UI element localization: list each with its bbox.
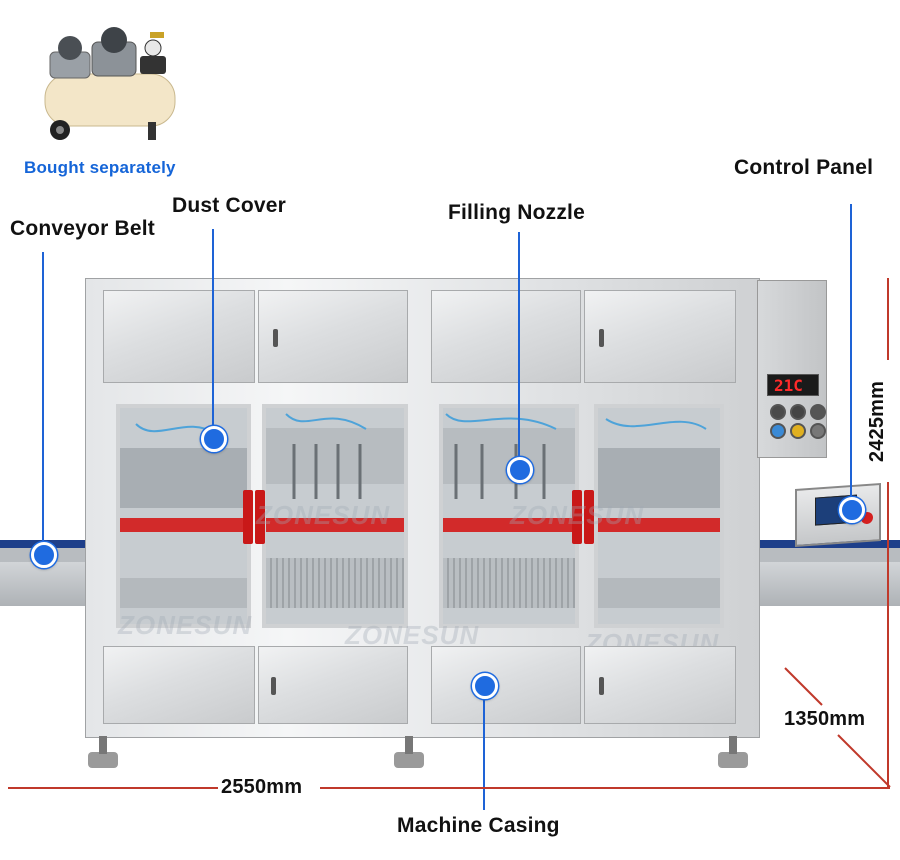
control-knob [770,423,786,439]
casing-panel-3 [431,646,581,724]
temperature-display: 21C [767,374,819,396]
machine-foot [718,736,748,768]
filling-nozzle-label: Filling Nozzle [448,201,585,224]
door-handle-right-2 [584,490,594,544]
watermark: ZONESUN [345,620,480,650]
control-knob [810,423,826,439]
watermark: ZONESUN [256,500,391,530]
dust-cover-panel-2 [258,290,408,383]
depth-dimension: 1350mm [784,708,866,730]
temperature-display-value: 21C [774,376,803,395]
callout-dot-conveyor-belt [31,542,57,568]
casing-panel-1 [103,646,255,724]
callout-line-control-panel [850,204,852,507]
dust-cover-panel-4 [584,290,736,383]
control-knob [770,404,786,420]
air-compressor [30,12,190,147]
callout-line-dust-cover [212,229,214,438]
dust-cover-panel-3 [431,290,581,383]
casing-panel-2 [258,646,408,724]
callout-line-conveyor-belt [42,252,44,552]
filling-nozzles [135,413,707,499]
callout-dot-control-panel [839,497,865,523]
window-2 [262,404,408,628]
bought-separately-label: Bought separately [24,158,176,177]
machine-casing-label: Machine Casing [397,814,560,837]
control-knob [810,404,826,420]
height-dimension: 2425mm [866,380,889,463]
width-dimension: 2550mm [221,776,303,798]
callout-dot-dust-cover [201,426,227,452]
machine-foot [88,736,118,768]
watermark: ZONESUN [118,610,253,640]
window-1 [116,404,251,628]
door-handle-left-2 [255,490,265,544]
watermark: ZONESUN [510,500,645,530]
machine-foot [394,736,424,768]
control-knob [790,404,806,420]
control-knob [790,423,806,439]
callout-line-filling-nozzle [518,232,520,470]
callout-dot-filling-nozzle [507,457,533,483]
casing-panel-4 [584,646,736,724]
callout-dot-machine-casing [472,673,498,699]
conveyor-belt-right [760,540,900,612]
dust-cover-label: Dust Cover [172,194,287,217]
conveyor-belt-label: Conveyor Belt [10,217,155,240]
callout-line-machine-casing [483,684,485,810]
dust-cover-panel-1 [103,290,255,383]
window-4 [594,404,724,628]
door-handle-left [243,490,253,544]
door-handle-right [572,490,582,544]
control-panel-label: Control Panel [734,156,874,179]
